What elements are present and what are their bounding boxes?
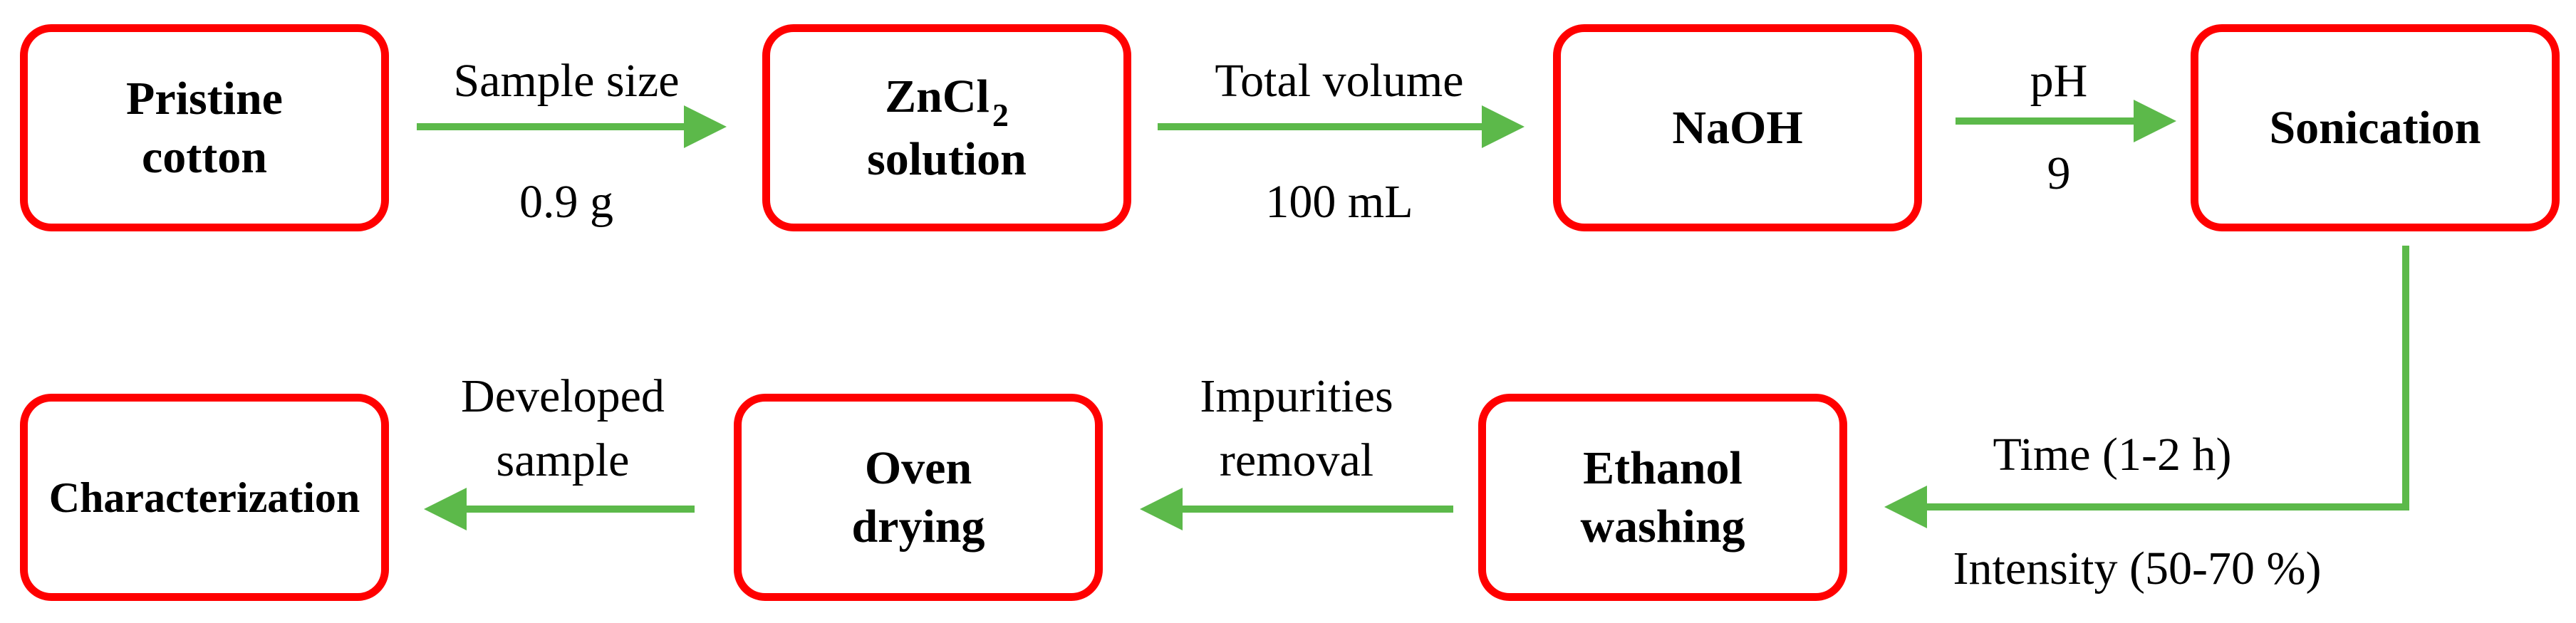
edge-time-label: Time (1-2 h) xyxy=(1993,429,2232,481)
edge-developed-line1: Developed xyxy=(461,370,665,422)
node-sonication: Sonication xyxy=(2191,24,2560,231)
node-ethanol-line1: Ethanol xyxy=(1583,441,1743,494)
edge-ph-top: pH xyxy=(2030,55,2088,107)
edge-ph-bottom: 9 xyxy=(2047,147,2071,199)
node-zncl2-formula: ZnCl xyxy=(885,70,990,122)
node-oven-line1: Oven xyxy=(864,441,972,494)
node-oven-line2: drying xyxy=(851,500,985,553)
node-characterization: Characterization xyxy=(20,394,389,601)
edge-impurities-line2: removal xyxy=(1219,434,1374,486)
node-oven-drying: Oven drying xyxy=(734,394,1103,601)
edge-sample-size-top: Sample size xyxy=(453,55,680,107)
edge-impurities-line1: Impurities xyxy=(1200,370,1393,422)
arrow-sonication-to-washing xyxy=(1884,246,2409,528)
node-pristine-cotton-line1: Pristine xyxy=(126,72,283,125)
node-zncl2-line2: solution xyxy=(867,132,1027,185)
node-characterization-label: Characterization xyxy=(48,473,360,521)
node-sonication-label: Sonication xyxy=(2269,101,2481,154)
node-ethanol-washing: Ethanol washing xyxy=(1478,394,1847,601)
node-ethanol-line2: washing xyxy=(1580,500,1745,553)
node-zncl2-subscript: 2 xyxy=(992,96,1009,133)
node-naoh: NaOH xyxy=(1553,24,1922,231)
node-pristine-cotton: Pristine cotton xyxy=(20,24,389,231)
edge-total-volume-bottom: 100 mL xyxy=(1265,176,1413,228)
edge-developed-line2: sample xyxy=(496,434,630,486)
edge-sample-size-bottom: 0.9 g xyxy=(519,176,613,228)
node-pristine-cotton-line2: cotton xyxy=(142,130,267,183)
edge-total-volume-top: Total volume xyxy=(1215,55,1464,107)
node-naoh-label: NaOH xyxy=(1672,101,1803,154)
edge-intensity-label: Intensity (50-70 %) xyxy=(1953,543,2322,595)
node-zncl2-line1: ZnCl2 xyxy=(885,68,1009,133)
node-zncl2-solution: ZnCl2 solution xyxy=(762,24,1131,231)
